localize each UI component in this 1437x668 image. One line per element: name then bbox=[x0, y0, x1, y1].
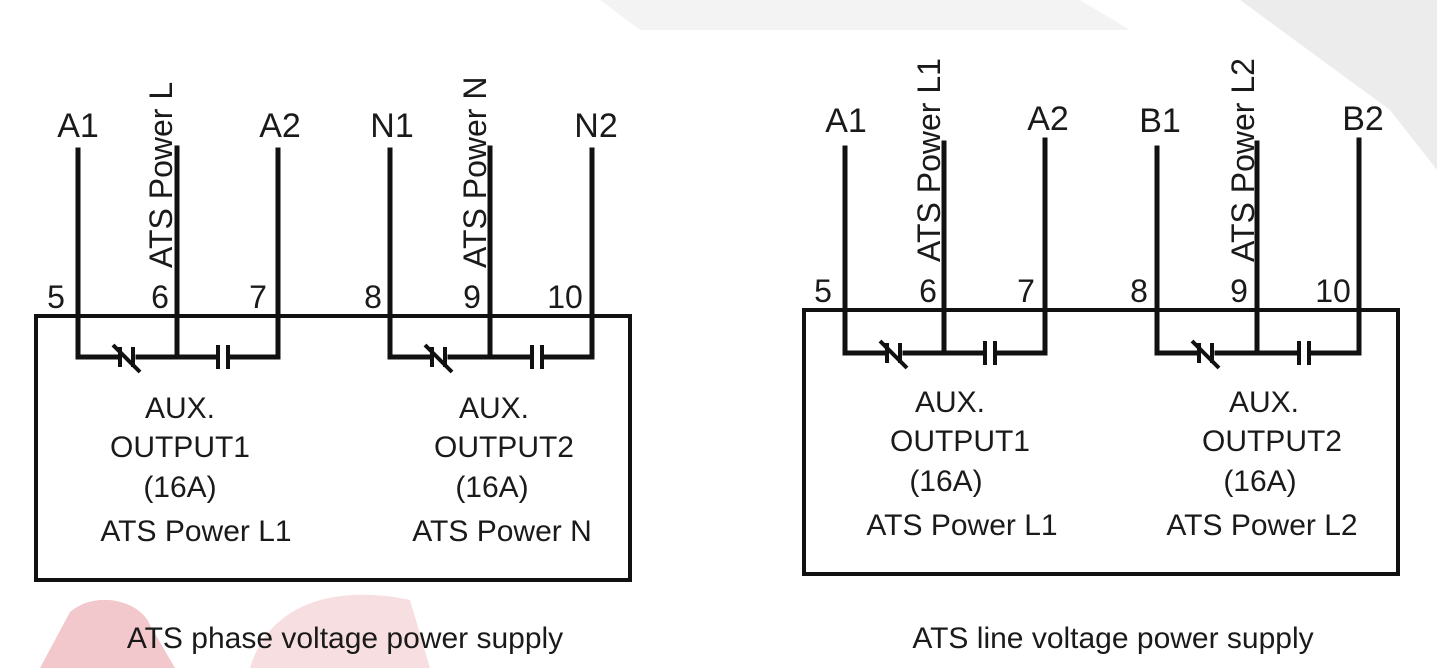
pin-label: 6 bbox=[151, 279, 169, 315]
aux-output-title: AUX. bbox=[1229, 386, 1299, 419]
terminal-label: A2 bbox=[1027, 100, 1069, 138]
nc-contact-symbol bbox=[1190, 339, 1221, 370]
vertical-supply-label: ATS Power L bbox=[143, 82, 179, 268]
terminal-label: N1 bbox=[370, 107, 413, 145]
aux-output-source: ATS Power L1 bbox=[866, 509, 1057, 542]
no-contact-symbol bbox=[1297, 341, 1311, 365]
terminal-label: N2 bbox=[574, 107, 617, 145]
diagram-caption: ATS phase voltage power supply bbox=[127, 622, 563, 655]
watermark-mark bbox=[40, 599, 175, 668]
aux-output-rating: (16A) bbox=[143, 471, 216, 504]
pin-label: 9 bbox=[463, 279, 481, 315]
terminal-label: B2 bbox=[1342, 100, 1384, 138]
no-contact-symbol bbox=[216, 345, 230, 369]
diagram-line: A1 A2 B1 B2 ATS Power L1 ATS Power L2 5 … bbox=[802, 58, 1400, 655]
no-contact-symbol bbox=[983, 341, 997, 365]
pin-label: 10 bbox=[1315, 273, 1351, 309]
watermark-band-2 bbox=[600, 0, 1130, 30]
aux-output-name: OUTPUT1 bbox=[890, 425, 1030, 458]
nc-contact-symbol bbox=[423, 343, 454, 374]
watermark-mark-2 bbox=[250, 594, 430, 668]
pin-label: 5 bbox=[47, 279, 65, 315]
module-box-phase bbox=[34, 314, 632, 582]
diagram-caption: ATS line voltage power supply bbox=[912, 622, 1313, 655]
pin-label: 5 bbox=[814, 273, 832, 309]
aux-output-rating: (16A) bbox=[1223, 465, 1296, 498]
diagram-phase: A1 A2 N1 N2 ATS Power L ATS Power N 5 6 … bbox=[34, 77, 632, 655]
no-contact-symbol bbox=[530, 345, 544, 369]
aux-output-title: AUX. bbox=[145, 392, 215, 425]
aux-output-rating: (16A) bbox=[909, 465, 982, 498]
pin-label: 8 bbox=[364, 279, 382, 315]
aux-output-source: ATS Power L2 bbox=[1166, 509, 1357, 542]
aux-output-name: OUTPUT2 bbox=[1202, 425, 1342, 458]
aux-output-source: ATS Power L1 bbox=[100, 515, 291, 548]
aux-output-name: OUTPUT2 bbox=[434, 431, 574, 464]
pin-label: 7 bbox=[249, 279, 267, 315]
aux-output-name: OUTPUT1 bbox=[110, 431, 250, 464]
terminal-label: A1 bbox=[825, 102, 867, 140]
pin-label: 10 bbox=[547, 279, 583, 315]
vertical-supply-label: ATS Power L1 bbox=[911, 58, 947, 262]
module-box-line bbox=[802, 308, 1400, 576]
pin-label: 6 bbox=[919, 273, 937, 309]
pin-label: 8 bbox=[1130, 273, 1148, 309]
nc-contact-symbol bbox=[878, 339, 909, 370]
nc-contact-symbol bbox=[111, 343, 142, 374]
terminal-label: B1 bbox=[1139, 102, 1181, 140]
watermark-band bbox=[1240, 0, 1437, 170]
terminal-label: A1 bbox=[57, 107, 99, 145]
aux-output-title: AUX. bbox=[459, 392, 529, 425]
vertical-supply-label: ATS Power N bbox=[457, 77, 493, 268]
aux-output-rating: (16A) bbox=[455, 471, 528, 504]
aux-output-title: AUX. bbox=[915, 386, 985, 419]
aux-output-source: ATS Power N bbox=[412, 515, 592, 548]
pin-label: 7 bbox=[1017, 273, 1035, 309]
pin-label: 9 bbox=[1230, 273, 1248, 309]
terminal-label: A2 bbox=[259, 107, 301, 145]
